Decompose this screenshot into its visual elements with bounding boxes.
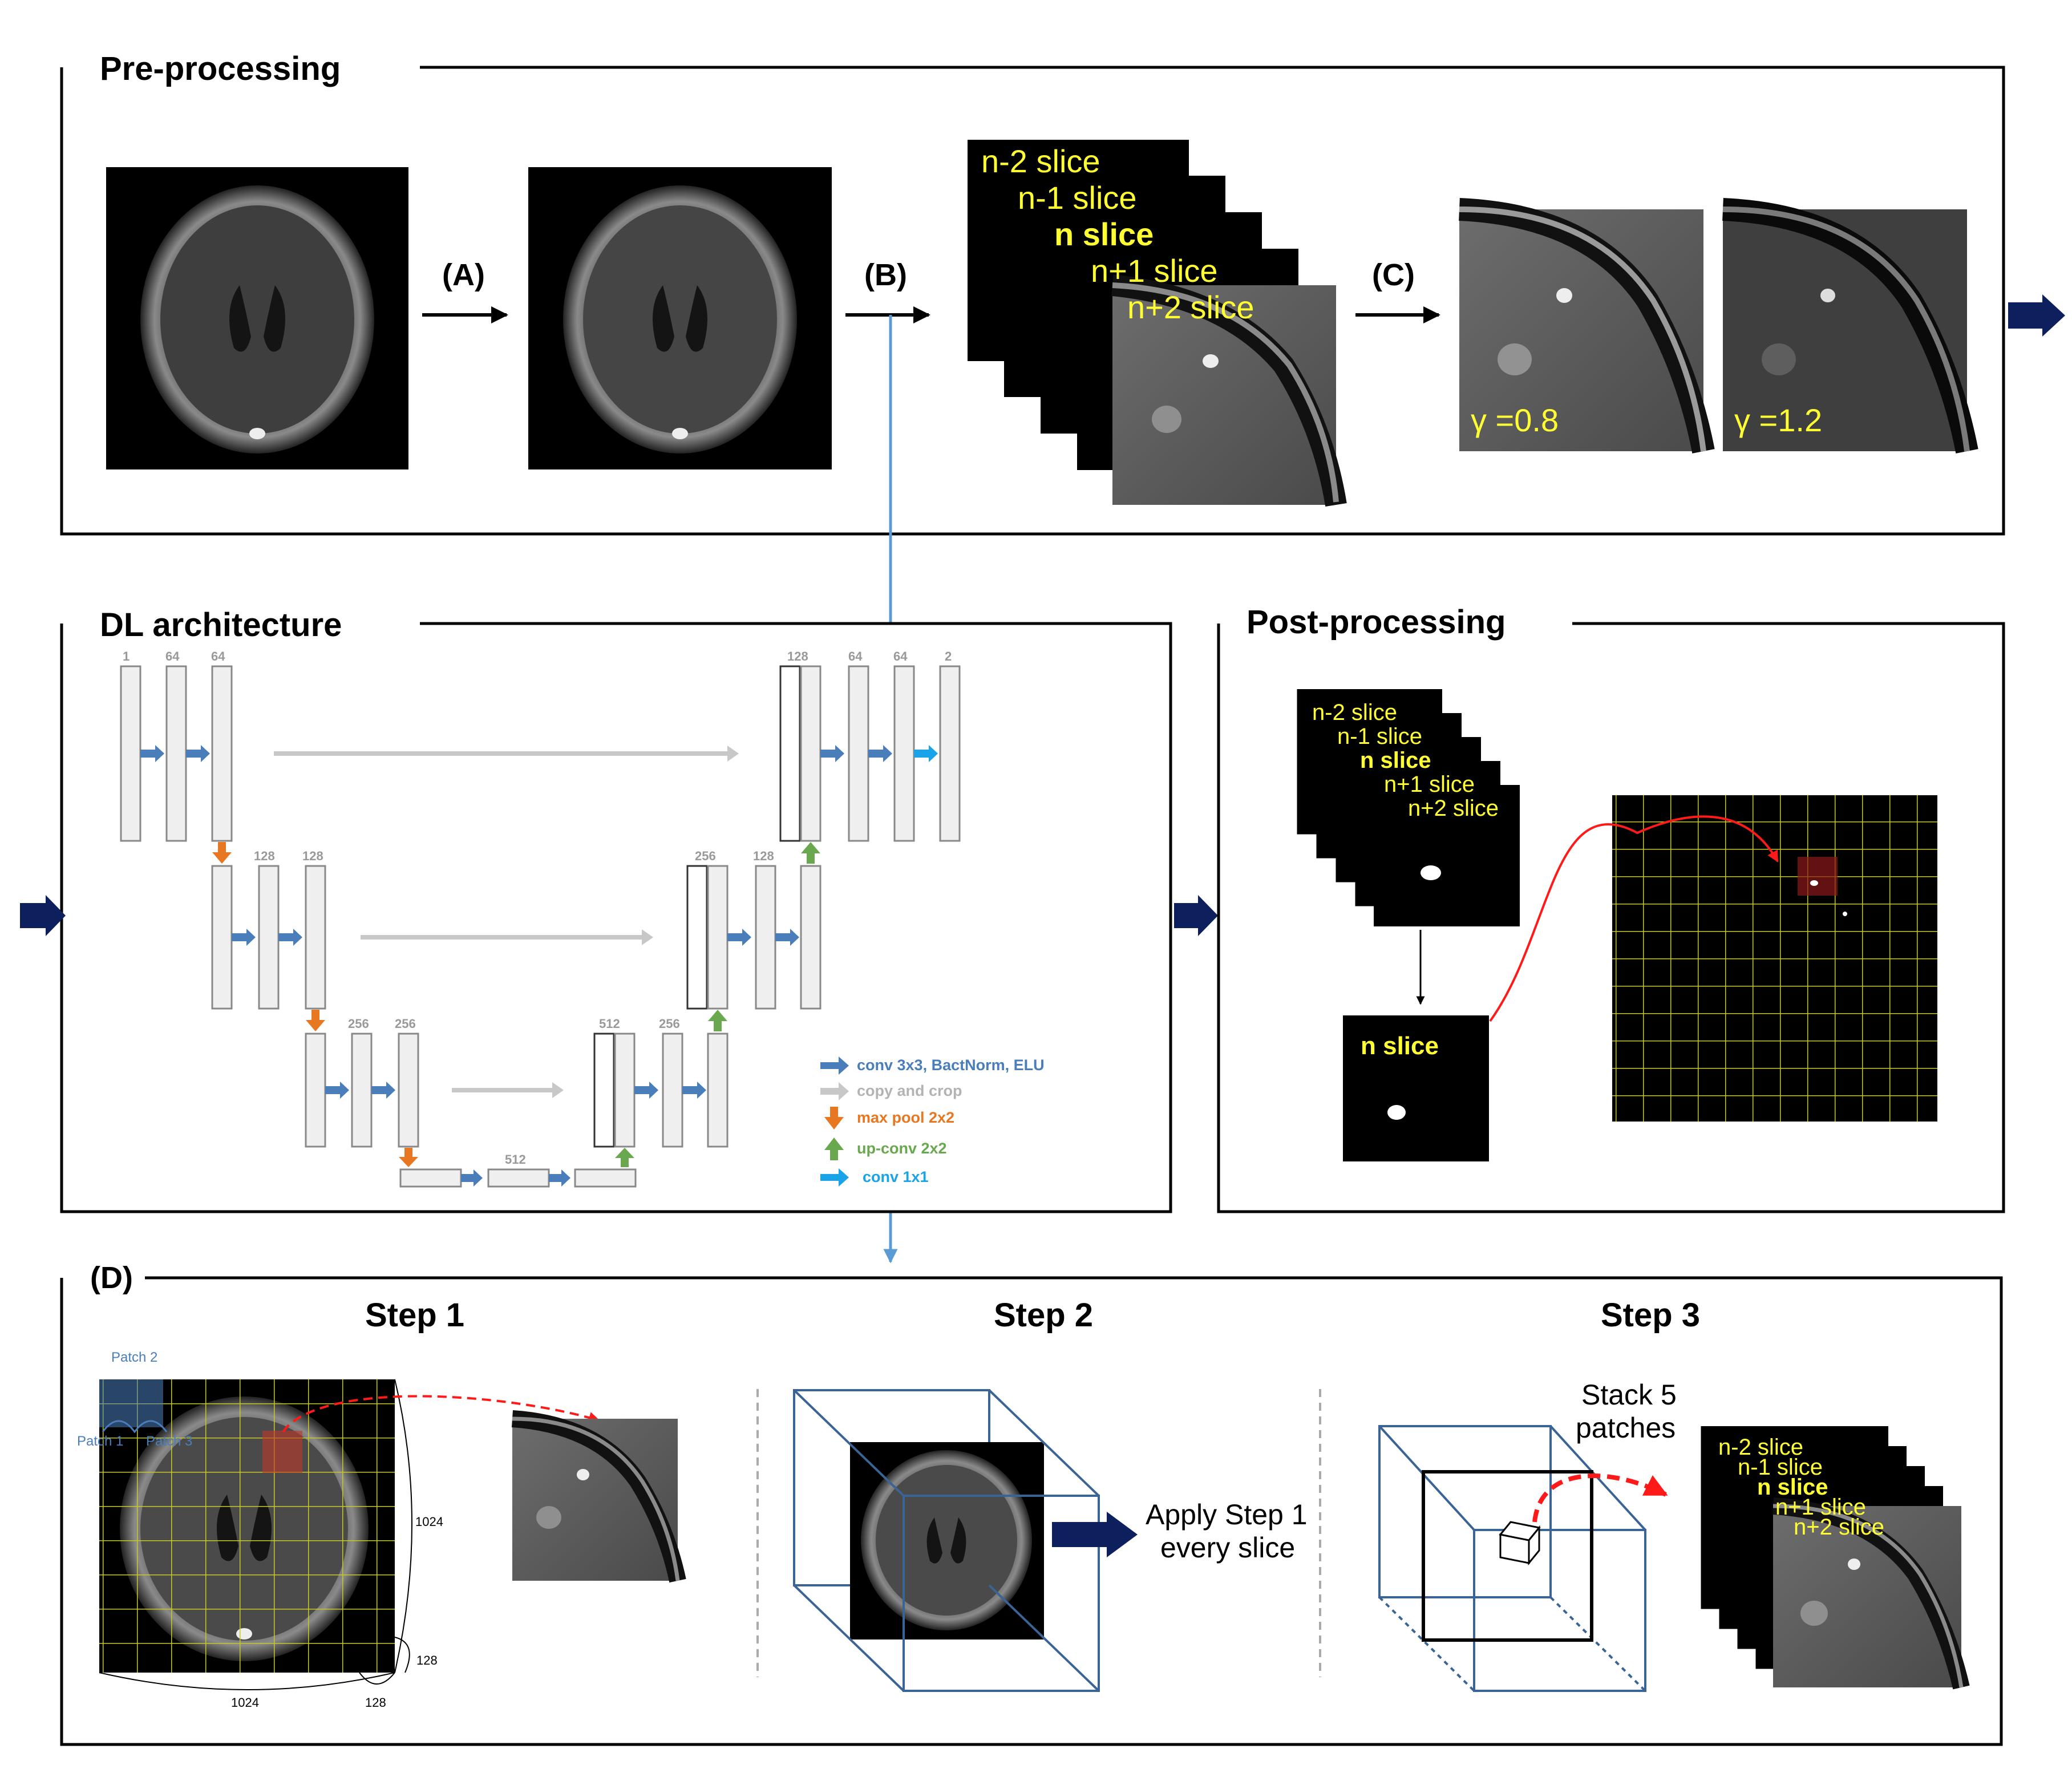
post-title: Post-processing bbox=[1247, 604, 1506, 641]
ch-low-2: 256 bbox=[395, 1017, 416, 1031]
ch-low-3: 512 bbox=[599, 1017, 620, 1031]
legend-conv: conv 3x3, BactNorm, ELU bbox=[857, 1056, 1045, 1074]
legend-pool: max pool 2x2 bbox=[857, 1109, 954, 1126]
step2-title: Step 2 bbox=[994, 1297, 1093, 1334]
d-title: (D) bbox=[90, 1261, 133, 1295]
post-slice-5: n+2 slice bbox=[1408, 796, 1499, 821]
legend-copy: copy and crop bbox=[857, 1082, 962, 1099]
dim-1024-bottom: 1024 bbox=[231, 1695, 259, 1710]
ch-bottom: 512 bbox=[505, 1152, 526, 1167]
flow-arrow-in bbox=[20, 895, 66, 936]
ch-top-6: 64 bbox=[893, 649, 908, 663]
patch1-label: Patch 1 bbox=[77, 1434, 123, 1449]
post-slice-4: n+1 slice bbox=[1384, 772, 1475, 797]
mri-normalized bbox=[528, 167, 832, 469]
step3-slice-stack: n-2 slice n-1 slice n slice n+1 slice n+… bbox=[1699, 1426, 1970, 1690]
step3-arrow bbox=[1532, 1473, 1668, 1523]
stack-slice-3: n slice bbox=[1054, 216, 1154, 252]
post-n-slice-label: n slice bbox=[1361, 1032, 1439, 1060]
ch-top-2: 64 bbox=[165, 649, 180, 663]
step-c-label: (C) bbox=[1372, 258, 1415, 292]
post-slice-2: n-1 slice bbox=[1337, 724, 1422, 749]
ch-mid-1: 128 bbox=[254, 849, 275, 863]
stack-line1: Stack 5 bbox=[1581, 1379, 1677, 1411]
step-a-label: (A) bbox=[442, 258, 485, 292]
post-slice-3: n slice bbox=[1360, 748, 1431, 773]
postprocessing-panel: Post-processing n-2 slice n-1 slice n sl… bbox=[1217, 604, 2005, 1213]
step3-cube bbox=[1378, 1425, 1646, 1692]
dim-1024-right: 1024 bbox=[415, 1515, 443, 1529]
unet-legend: conv 3x3, BactNorm, ELU copy and crop ma… bbox=[820, 1056, 1045, 1187]
legend-upconv: up-conv 2x2 bbox=[857, 1140, 947, 1157]
ch-top-7: 2 bbox=[945, 649, 952, 663]
step1-patch bbox=[511, 1410, 686, 1583]
legend-conv1: conv 1x1 bbox=[863, 1168, 929, 1185]
step-b-label: (B) bbox=[864, 258, 907, 292]
mri-original bbox=[106, 167, 408, 469]
apply-line2: every slice bbox=[1160, 1532, 1295, 1564]
step3-slice-4: n+1 slice bbox=[1775, 1495, 1866, 1520]
ch-mid-3: 256 bbox=[695, 849, 716, 863]
post-slice-1: n-2 slice bbox=[1312, 700, 1397, 725]
gamma-patch-low: γ =0.8 bbox=[1459, 198, 1715, 454]
preprocessing-title: Pre-processing bbox=[100, 50, 341, 87]
stack-slice-1: n-2 slice bbox=[981, 143, 1100, 179]
step3-slice-5: n+2 slice bbox=[1794, 1515, 1884, 1540]
step1-grid-brain bbox=[99, 1379, 395, 1673]
ch-mid-4: 128 bbox=[753, 849, 774, 863]
step3-title: Step 3 bbox=[1601, 1297, 1700, 1334]
step2-arrow bbox=[1052, 1512, 1138, 1557]
gamma-patch-high: γ =1.2 bbox=[1722, 198, 1978, 454]
apply-line1: Apply Step 1 bbox=[1146, 1499, 1308, 1531]
post-grid-image bbox=[1612, 795, 1937, 1122]
stack-line2: patches bbox=[1576, 1412, 1676, 1444]
stack-slice-5: n+2 slice bbox=[1127, 289, 1254, 325]
dim-128-right: 128 bbox=[416, 1653, 438, 1667]
post-slice-stack: n-2 slice n-1 slice n slice n+1 slice n+… bbox=[1295, 689, 1520, 926]
dl-architecture-panel: DL architecture bbox=[20, 606, 1172, 1213]
step3-slice-3: n slice bbox=[1757, 1475, 1828, 1500]
patch3-label: Patch 3 bbox=[146, 1434, 192, 1449]
step1-title: Step 1 bbox=[365, 1297, 464, 1334]
post-n-slice: n slice bbox=[1343, 1015, 1489, 1161]
ch-top-3: 64 bbox=[211, 649, 225, 663]
ch-top-5: 64 bbox=[848, 649, 863, 663]
dim-128-bottom: 128 bbox=[365, 1695, 386, 1710]
step2-cube bbox=[793, 1389, 1100, 1692]
ch-low-4: 256 bbox=[659, 1017, 680, 1031]
slice-stack: n-2 slice n-1 slice n slice n+1 slice n+… bbox=[965, 140, 1347, 507]
step3-slice-2: n-1 slice bbox=[1738, 1455, 1823, 1480]
ch-top-4: 128 bbox=[787, 649, 808, 663]
stack-slice-2: n-1 slice bbox=[1018, 180, 1137, 216]
post-link-arrow bbox=[1489, 815, 1779, 1022]
gamma-low-label: γ =0.8 bbox=[1471, 402, 1559, 438]
legend-pool-arrow-icon bbox=[824, 1107, 844, 1130]
step3-slice-1: n-2 slice bbox=[1718, 1435, 1803, 1460]
ch-mid-2: 128 bbox=[302, 849, 323, 863]
steps-panel: (D) Step 1 Step 2 Step 3 Patch 2 Patch 1… bbox=[60, 1261, 2003, 1746]
stack-slice-4: n+1 slice bbox=[1091, 253, 1218, 289]
legend-copy-arrow-icon bbox=[820, 1082, 849, 1100]
flow-arrow-right bbox=[2008, 294, 2065, 337]
legend-upconv-arrow-icon bbox=[824, 1137, 844, 1160]
step1-patch-arrow bbox=[282, 1395, 600, 1433]
patch2-label: Patch 2 bbox=[111, 1350, 157, 1365]
gamma-high-label: γ =1.2 bbox=[1734, 402, 1822, 438]
ch-top-1: 1 bbox=[123, 649, 130, 663]
flow-arrow-post bbox=[1174, 895, 1218, 936]
preprocessing-panel: Pre-processing (A) (B) bbox=[60, 50, 2065, 536]
dl-title: DL architecture bbox=[100, 606, 342, 643]
ch-low-1: 256 bbox=[348, 1017, 369, 1031]
legend-conv-arrow-icon bbox=[820, 1056, 849, 1075]
legend-conv1-arrow-icon bbox=[820, 1168, 849, 1187]
